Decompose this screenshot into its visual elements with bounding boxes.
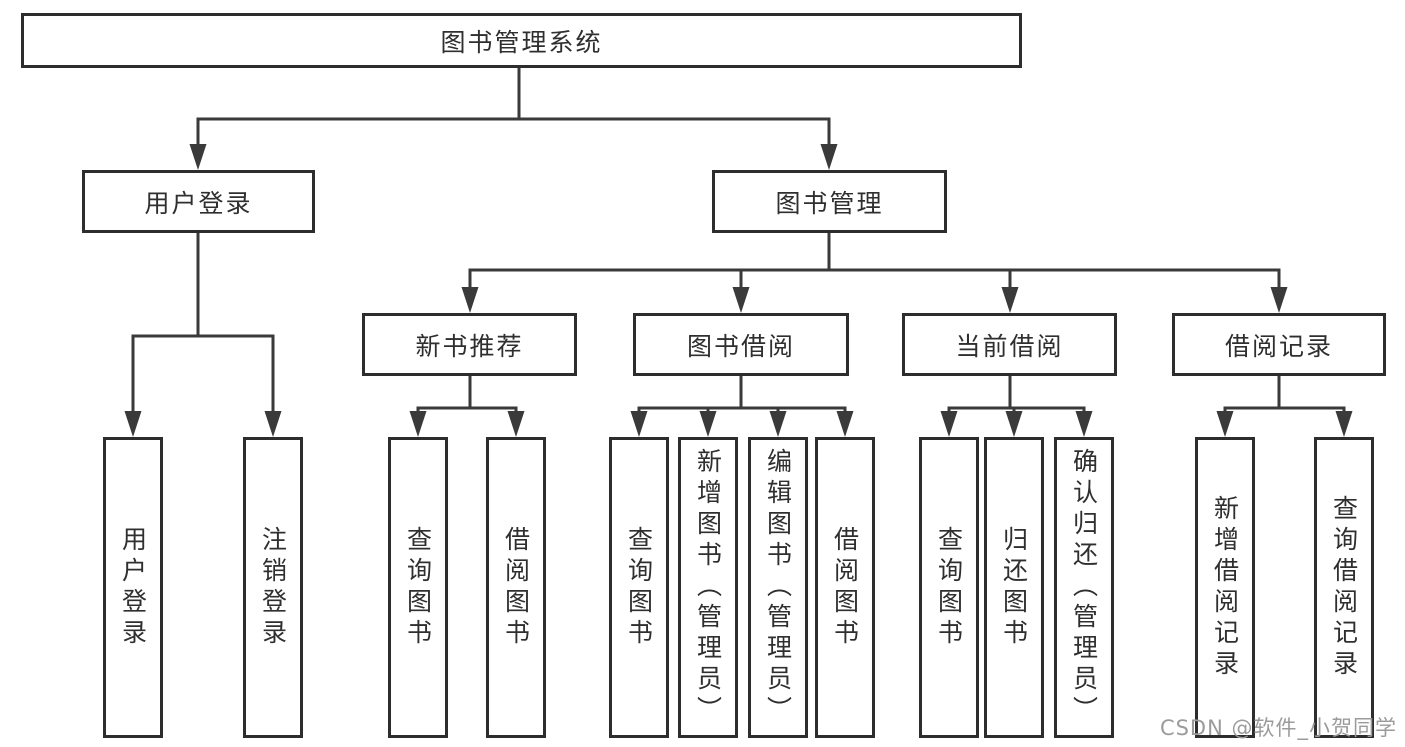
node-label: 借阅图书: [830, 525, 860, 650]
leaf-confirm-return-admin: 确认归还（管理员）: [1054, 437, 1114, 738]
node-current-borrowing: 当前借阅: [902, 313, 1117, 376]
leaf-borrow-books-recommend: 借阅图书: [486, 437, 546, 738]
leaf-return-books: 归还图书: [984, 437, 1044, 738]
csdn-watermark: CSDN @软件_小贺同学: [1159, 716, 1397, 740]
leaf-query-books-recommend: 查询图书: [388, 437, 448, 738]
node-new-book-recommendation: 新书推荐: [362, 313, 577, 376]
node-user-login: 用户登录: [82, 170, 315, 233]
leaf-query-books-current: 查询图书: [919, 437, 979, 738]
node-book-borrowing: 图书借阅: [633, 313, 849, 376]
node-label: 新增图书（管理员）: [693, 448, 723, 727]
node-label: 新增借阅记录: [1210, 494, 1240, 681]
node-book-management: 图书管理: [712, 170, 947, 233]
node-label: 借阅记录: [1224, 331, 1333, 361]
arrowhead-icons: [124, 144, 1353, 437]
node-label: 查询图书: [403, 525, 433, 650]
leaf-add-borrow-record: 新增借阅记录: [1195, 437, 1255, 738]
node-label: 图书管理: [775, 188, 884, 218]
leaf-user-login: 用户登录: [103, 437, 163, 738]
node-label: 用户登录: [118, 525, 148, 650]
node-label: 新书推荐: [415, 331, 524, 361]
leaf-logout: 注销登录: [243, 437, 303, 738]
node-label: 查询图书: [934, 525, 964, 650]
leaf-edit-books-admin: 编辑图书（管理员）: [748, 437, 808, 738]
leaf-borrow-books: 借阅图书: [815, 437, 875, 738]
leaf-add-books-admin: 新增图书（管理员）: [678, 437, 738, 738]
leaf-query-borrow-record: 查询借阅记录: [1314, 437, 1374, 738]
node-label: 借阅图书: [501, 525, 531, 650]
node-label: 归还图书: [999, 525, 1029, 650]
node-borrowing-records: 借阅记录: [1172, 313, 1386, 376]
node-label: 查询图书: [624, 525, 654, 650]
node-label: 查询借阅记录: [1329, 494, 1359, 681]
node-label: 确认归还（管理员）: [1069, 448, 1099, 727]
node-root: 图书管理系统: [21, 13, 1022, 68]
node-label: 当前借阅: [955, 331, 1064, 361]
node-label: 用户登录: [144, 188, 253, 218]
node-label: 图书管理系统: [440, 27, 603, 57]
node-label: 注销登录: [258, 525, 288, 650]
node-label: 图书借阅: [686, 331, 795, 361]
node-label: 编辑图书（管理员）: [763, 448, 793, 727]
leaf-query-books-borrowing: 查询图书: [609, 437, 669, 738]
